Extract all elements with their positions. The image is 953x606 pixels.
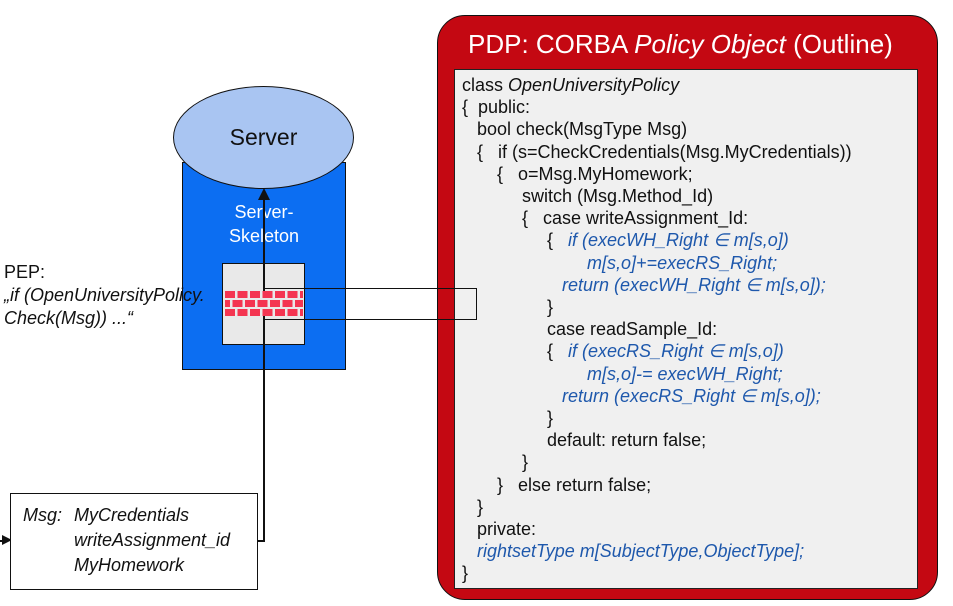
- code-segment: if (execWH_Right ∈ m[s,o]): [568, 230, 789, 251]
- code-segment: case readSample_Id:: [462, 319, 718, 340]
- code-line: }: [462, 407, 917, 429]
- msg-item: writeAssignment_id: [74, 530, 231, 550]
- arrow-up-icon: [258, 188, 270, 200]
- code-segment: { o=Msg.MyHomework;: [462, 163, 693, 184]
- msg-row: MyHomework: [23, 553, 257, 578]
- code-line: return (execRS_Right ∈ m[s,o]);: [462, 385, 917, 407]
- brick-row: [225, 300, 303, 307]
- pdp-box: PDP: CORBA Policy Object (Outline) class…: [437, 15, 938, 600]
- code-line: class OpenUniversityPolicy: [462, 74, 917, 96]
- code-segment: return (execWH_Right ∈ m[s,o]);: [562, 274, 826, 295]
- code-segment: m[s,o]+=execRS_Right;: [587, 252, 778, 273]
- server-label: Server: [229, 124, 298, 150]
- code-line: }: [462, 496, 917, 518]
- code-segment: }: [462, 496, 484, 517]
- message-flow-line: [263, 199, 265, 541]
- code-segment: [462, 386, 562, 406]
- code-line: }: [462, 451, 917, 473]
- pdp-title: PDP: CORBA Policy Object (Outline): [468, 29, 893, 60]
- pdp-title-segment: Policy Object: [634, 29, 786, 59]
- msg-row: writeAssignment_id: [23, 528, 257, 553]
- arrow-right-icon: [2, 535, 12, 545]
- code-line: switch (Msg.Method_Id): [462, 185, 917, 207]
- code-line: { if (execWH_Right ∈ m[s,o]): [462, 229, 917, 251]
- pep-pdp-connector-rect: [264, 288, 477, 320]
- pep-annotation: PEP: „if (OpenUniversityPolicy. Check(Ms…: [4, 261, 205, 330]
- code-segment: { if (s=CheckCredentials(Msg.MyCredentia…: [462, 141, 852, 162]
- code-line: }: [462, 296, 917, 318]
- code-segment: {: [462, 230, 569, 251]
- code-segment: class: [462, 75, 509, 95]
- code-line: { case writeAssignment_Id:: [462, 207, 917, 229]
- code-segment: [462, 541, 477, 561]
- firewall-brick-icon: [225, 291, 303, 316]
- brick-row: [225, 309, 303, 316]
- msg-item: MyHomework: [74, 555, 185, 575]
- code-segment: rightsetType m[SubjectType,ObjectType];: [477, 541, 805, 562]
- brick-row: [225, 291, 303, 298]
- code-line: } else return false;: [462, 474, 917, 496]
- code-segment: if (execRS_Right ∈ m[s,o]): [568, 341, 784, 362]
- code-segment: [462, 275, 562, 295]
- msg-item: MyCredentials: [74, 505, 190, 525]
- code-line: rightsetType m[SubjectType,ObjectType];: [462, 540, 917, 562]
- code-segment: bool check(MsgType Msg): [462, 119, 688, 140]
- code-segment: OpenUniversityPolicy: [508, 75, 680, 95]
- pep-code-line-1: „if (OpenUniversityPolicy.: [4, 285, 205, 305]
- pep-code-line-2: Check(Msg)) ...“: [4, 308, 134, 328]
- code-line: bool check(MsgType Msg): [462, 118, 917, 140]
- code-segment: switch (Msg.Method_Id): [462, 186, 714, 207]
- code-line: default: return false;: [462, 429, 917, 451]
- code-line: { if (execRS_Right ∈ m[s,o]): [462, 340, 917, 362]
- code-line: return (execWH_Right ∈ m[s,o]);: [462, 274, 917, 296]
- code-line: case readSample_Id:: [462, 318, 917, 340]
- code-line: m[s,o]-= execWH_Right;: [462, 363, 917, 385]
- code-segment: }: [462, 563, 469, 584]
- code-line: m[s,o]+=execRS_Right;: [462, 252, 917, 274]
- code-segment: [462, 253, 587, 273]
- code-line: { public:: [462, 96, 917, 118]
- code-segment: }: [462, 297, 554, 318]
- code-segment: }: [462, 408, 554, 429]
- code-segment: { public:: [462, 97, 531, 118]
- code-segment: default: return false;: [462, 430, 707, 451]
- message-flow-elbow: [257, 540, 265, 542]
- code-segment: } else return false;: [462, 474, 652, 495]
- code-segment: }: [462, 452, 529, 473]
- msg-box: Msg: MyCredentials writeAssignment_id MyH…: [10, 493, 258, 590]
- pdp-title-segment: (Outline): [785, 29, 893, 59]
- msg-row: Msg: MyCredentials: [23, 503, 257, 528]
- code-segment: m[s,o]-= execWH_Right;: [587, 363, 783, 384]
- policy-code-panel: class OpenUniversityPolicy{ public: bool…: [454, 69, 918, 589]
- code-line: }: [462, 562, 917, 584]
- code-segment: {: [462, 341, 569, 362]
- code-segment: { case writeAssignment_Id:: [462, 208, 749, 229]
- code-line: { if (s=CheckCredentials(Msg.MyCredentia…: [462, 141, 917, 163]
- code-segment: private:: [462, 519, 537, 540]
- code-segment: return (execRS_Right ∈ m[s,o]);: [562, 385, 821, 406]
- code-segment: [462, 364, 587, 384]
- msg-label: Msg:: [23, 505, 63, 525]
- server-node: Server: [173, 86, 354, 189]
- pep-title: PEP:: [4, 262, 46, 282]
- code-line: private:: [462, 518, 917, 540]
- pdp-title-segment: PDP: CORBA: [468, 29, 635, 59]
- code-line: { o=Msg.MyHomework;: [462, 163, 917, 185]
